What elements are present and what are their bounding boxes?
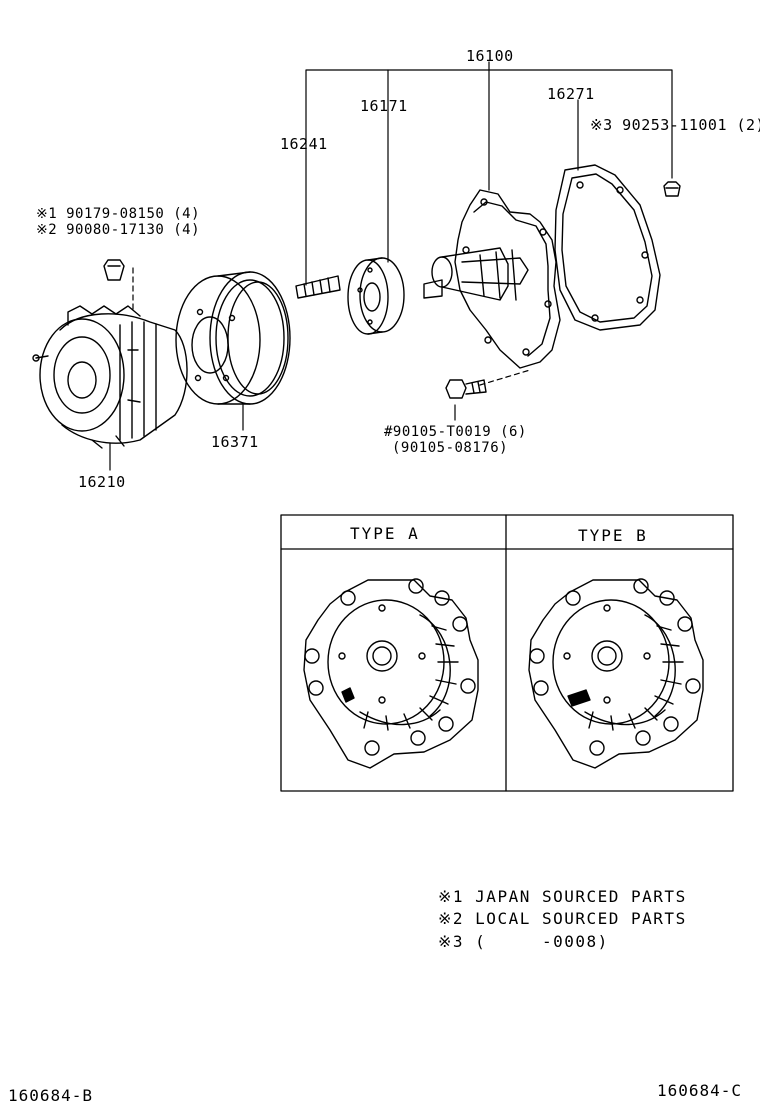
pump-bolt-part [445, 379, 487, 399]
note-japan-sourced: ※1 JAPAN SOURCED PARTS [438, 887, 687, 906]
label-90179: ※1 90179-08150 (4) [36, 206, 201, 222]
fan-flange-part [347, 257, 405, 335]
flange-nut [103, 259, 125, 281]
label-90105-t0019: #90105-T0019 (6) [384, 424, 527, 440]
footer-code-right: 160684-C [657, 1081, 743, 1100]
water-pump-part [423, 189, 561, 369]
type-b-heading: TYPE B [578, 526, 648, 545]
type-a-heading: TYPE A [350, 524, 420, 543]
label-16271: 16271 [547, 85, 595, 103]
footer-code-left: 160684-B [8, 1086, 94, 1105]
type-table [280, 514, 734, 792]
stud-bolt-part [295, 275, 341, 299]
leader-lines [109, 61, 673, 471]
label-16171: 16171 [360, 97, 408, 115]
note-local-sourced: ※2 LOCAL SOURCED PARTS [438, 909, 687, 928]
label-90105-08176: (90105-08176) [392, 440, 509, 456]
label-90080: ※2 90080-17130 (4) [36, 222, 201, 238]
label-16210: 16210 [78, 473, 126, 491]
type-b-pump-face [528, 578, 704, 769]
note-serial-range: ※3 ( -0008) [438, 932, 609, 951]
label-16100: 16100 [466, 47, 514, 65]
pulley-part [175, 271, 291, 405]
plug-nut-part [663, 181, 681, 197]
label-16241: 16241 [280, 135, 328, 153]
label-16371: 16371 [211, 433, 259, 451]
pump-gasket-part [554, 164, 661, 331]
type-a-pump-face [303, 578, 479, 769]
fan-clutch-part [32, 305, 188, 449]
label-90253: ※3 90253-11001 (2) [590, 116, 760, 134]
